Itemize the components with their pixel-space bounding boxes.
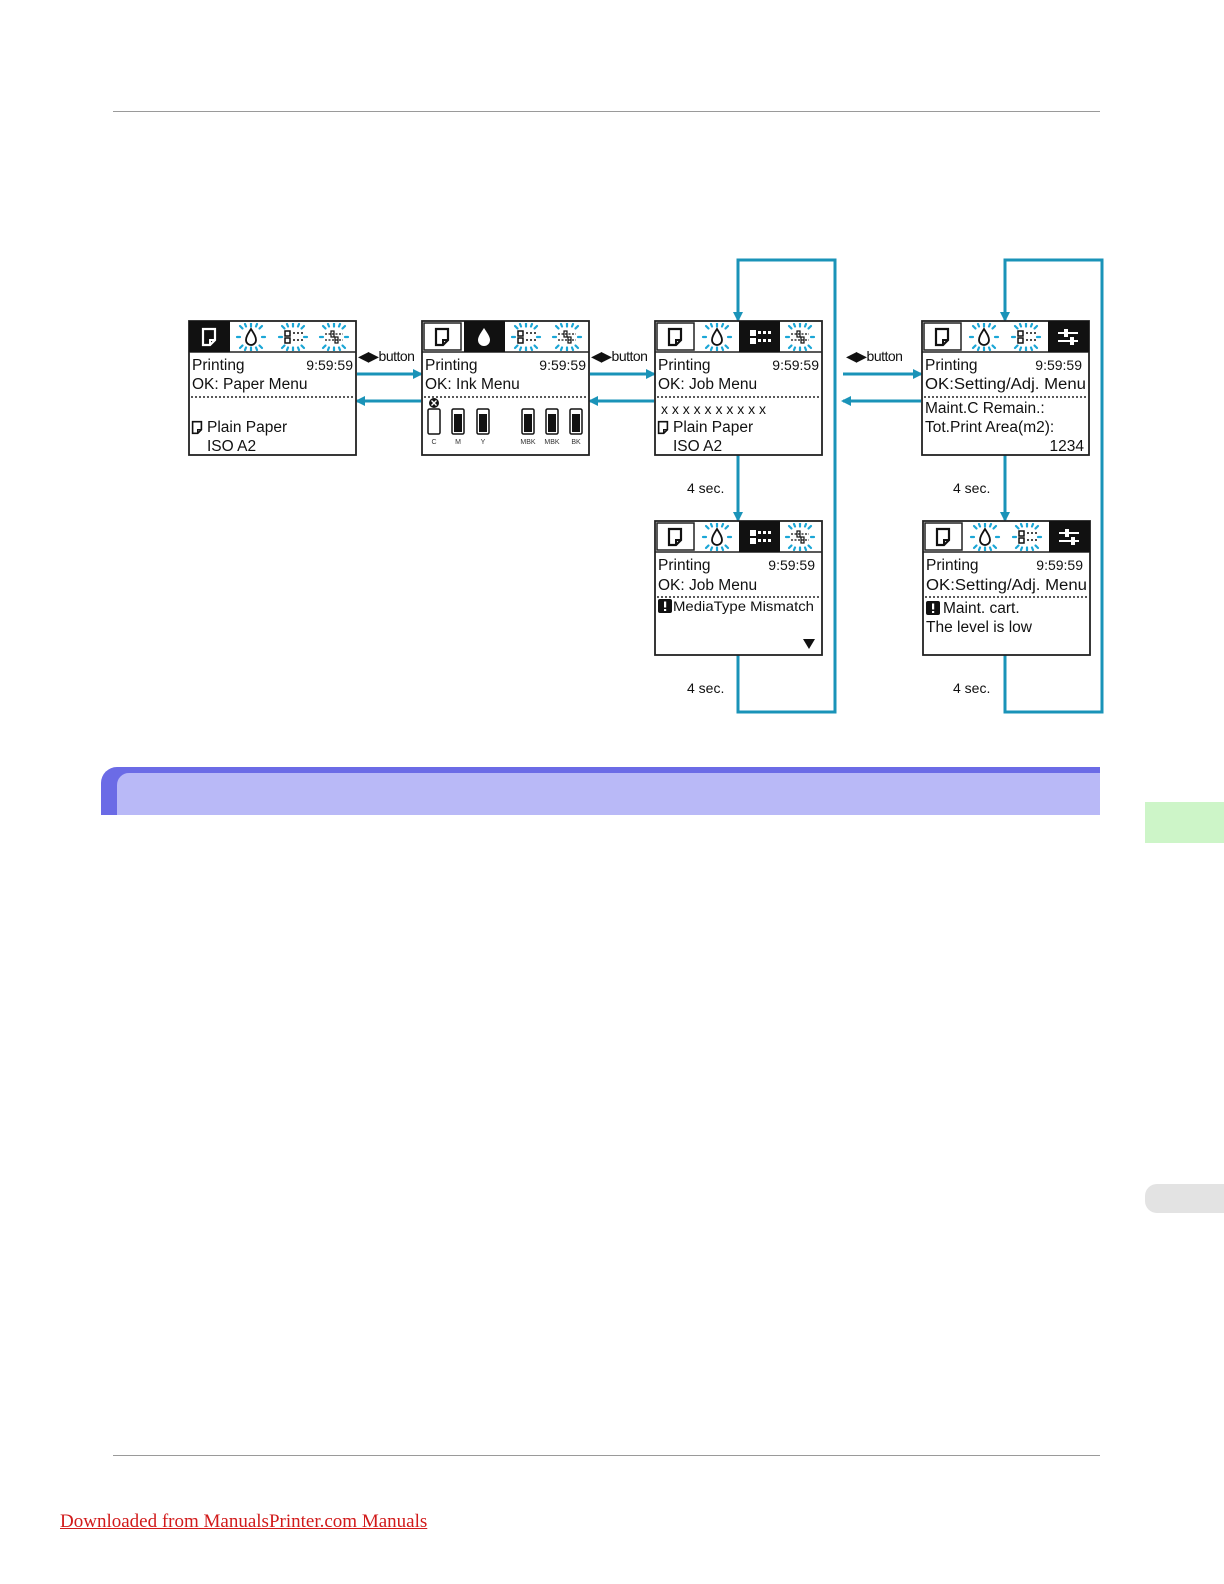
screen-setting-menu: Printing 9:59:59 OK:Setting/Adj. Menu Ma… [921,320,1090,456]
menu-text: OK: Job Menu [658,376,757,393]
ink-label: C [431,439,436,446]
bottom-rule [113,1455,1100,1456]
ink-label: Y [481,439,486,446]
delay-label: 4 sec. [953,480,990,496]
paper-type-text: Plain Paper [207,419,287,436]
loop-setting-return [1000,258,1104,714]
status-text: Printing [658,357,711,374]
total-print-area-value: 1234 [1050,438,1085,455]
ink-tank-c [427,408,441,435]
warning-icon [926,601,940,615]
total-print-area-text: Tot.Print Area(m2): [925,419,1054,436]
menu-text: OK: Paper Menu [192,376,307,393]
time-text: 9:59:59 [1036,557,1083,573]
ink-tank-mbk2 [548,414,556,432]
menu-text: OK:Setting/Adj. Menu [925,376,1086,393]
ink-empty-x-icon [429,398,439,408]
nav-button-label: ◀▶button [358,348,414,364]
status-text: Printing [926,557,979,574]
ink-tank-mbk1 [524,414,532,432]
ink-label: M [455,439,461,446]
status-text: Printing [925,357,978,374]
time-text: 9:59:59 [768,557,815,573]
menu-text: OK: Job Menu [658,577,757,594]
footer-download-link[interactable]: Downloaded from ManualsPrinter.com Manua… [60,1511,428,1532]
paper-type-text: Plain Paper [673,419,753,436]
level-low-text: The level is low [926,619,1033,636]
ink-tank-m [454,414,462,432]
operation-panel-flow-diagram: ◀▶button ◀▶button ◀▶button 4 sec. 4 sec.… [188,258,1104,714]
status-text: Printing [425,357,478,374]
status-text: Printing [658,557,711,574]
ink-level-bars [427,408,583,435]
ink-tank-bk [572,414,580,432]
ink-label: MBK [520,439,536,446]
nav-button-label: ◀▶button [846,348,902,364]
ink-label: BK [571,439,581,446]
delay-label: 4 sec. [687,480,724,496]
menu-text: OK: Ink Menu [425,376,520,393]
side-index-tab[interactable] [1145,1184,1224,1213]
screen-job-warning: Printing 9:59:59 OK: Job Menu MediaType … [654,520,823,656]
flow-arrows [355,258,1104,714]
screen-paper-menu: Printing 9:59:59 OK: Paper Menu Plain Pa… [188,320,357,456]
job-name-text: x x x x x x x x x x [661,401,766,417]
top-rule [113,111,1100,112]
warning-text: MediaType Mismatch [673,598,814,614]
section-banner-inner [117,773,1100,815]
time-text: 9:59:59 [772,357,819,373]
paper-size-text: ISO A2 [207,438,256,455]
maint-remain-text: Maint.C Remain.: [925,400,1045,417]
maint-cart-text: Maint. cart. [943,600,1020,617]
screen-setting-warning: Printing 9:59:59 OK:Setting/Adj. Menu Ma… [922,520,1091,656]
nav-button-label: ◀▶button [591,348,647,364]
delay-label: 4 sec. [953,680,990,696]
time-text: 9:59:59 [539,357,586,373]
ink-tank-y [479,414,487,432]
ink-label: MBK [544,439,560,446]
loop-job-return [733,258,837,714]
down-triangle-icon [803,639,815,649]
time-text: 9:59:59 [306,357,353,373]
chapter-side-tab[interactable] [1145,802,1224,843]
paper-size-text: ISO A2 [673,438,722,455]
time-text: 9:59:59 [1035,357,1082,373]
screen-ink-menu: Printing 9:59:59 OK: Ink Menu C M Y MBK … [421,320,590,456]
warning-icon [658,599,672,613]
delay-label: 4 sec. [687,680,724,696]
status-text: Printing [192,357,245,374]
menu-text: OK:Setting/Adj. Menu [926,577,1087,594]
screen-job-menu: Printing 9:59:59 OK: Job Menu x x x x x … [654,320,823,456]
